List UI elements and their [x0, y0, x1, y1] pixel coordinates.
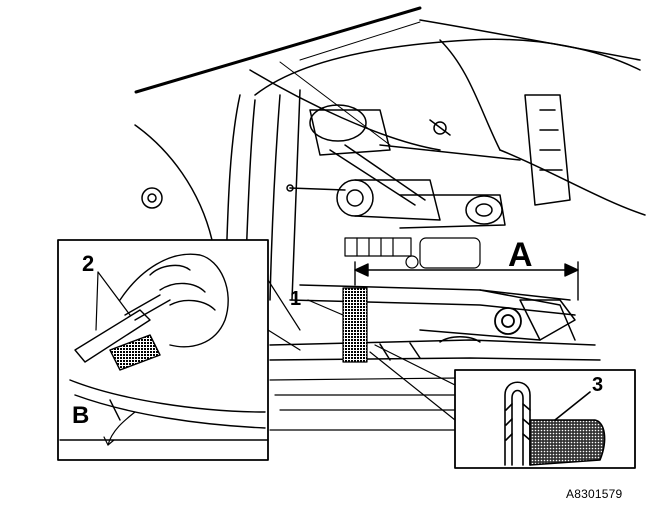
inset-b-strip — [59, 309, 269, 441]
reference-code: A8301579 — [566, 487, 623, 501]
leader-1 — [307, 299, 344, 316]
cable-rod — [249, 69, 521, 161]
callout-b-label: B — [72, 402, 90, 429]
callout-3-label: 3 — [592, 374, 604, 396]
inset-b-hand — [119, 253, 229, 348]
floor-lines — [269, 377, 461, 431]
dimension-a-label: A — [508, 236, 533, 274]
inset-b-leader-2 — [95, 271, 131, 331]
seal-strip — [342, 287, 368, 363]
rail-bolt — [494, 307, 522, 335]
upper-body-panel — [254, 19, 646, 216]
inset-3-profile — [504, 381, 606, 466]
connector-block — [344, 237, 481, 269]
callout-1-label: 1 — [290, 288, 302, 310]
bolt-left — [141, 187, 163, 209]
motor-assembly — [286, 104, 506, 229]
seat-rail — [269, 284, 601, 361]
callout-2-label: 2 — [82, 251, 95, 276]
dimension-a — [354, 261, 579, 301]
inset-3-pointer — [369, 344, 456, 421]
leader-top — [279, 61, 391, 146]
roof-line — [134, 6, 422, 94]
inset-b-frame — [57, 239, 269, 461]
inset-b-pointer — [267, 279, 301, 351]
inset-b-arrow — [103, 411, 136, 446]
